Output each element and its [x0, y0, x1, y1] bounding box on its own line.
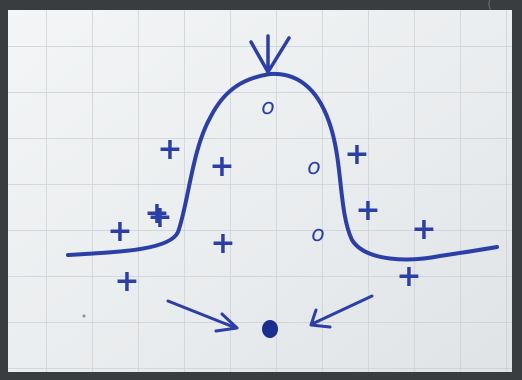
left-arrow-icon [166, 299, 239, 333]
plus-mark: + [144, 196, 170, 231]
plus-mark: + [147, 200, 173, 235]
plus-mark: + [210, 226, 236, 261]
zero-mark: o [311, 222, 325, 247]
dot-marker [262, 320, 278, 338]
plus-mark: + [355, 193, 381, 228]
corner-character: ( [487, 0, 492, 11]
plus-mark: + [107, 214, 133, 249]
zero-mark: o [307, 155, 321, 180]
zero-mark: o [261, 95, 275, 120]
plus-mark: + [114, 264, 140, 299]
paper-grid [8, 10, 512, 372]
plus-mark: + [209, 149, 235, 184]
plus-mark: + [411, 212, 437, 247]
right-arrow-icon [309, 294, 374, 329]
down-arrow-icon [249, 34, 291, 75]
plus-mark: + [344, 137, 370, 172]
bell-curve [66, 71, 499, 262]
plus-mark: + [396, 259, 422, 294]
speck [82, 314, 86, 318]
plus-mark: + [157, 132, 183, 167]
